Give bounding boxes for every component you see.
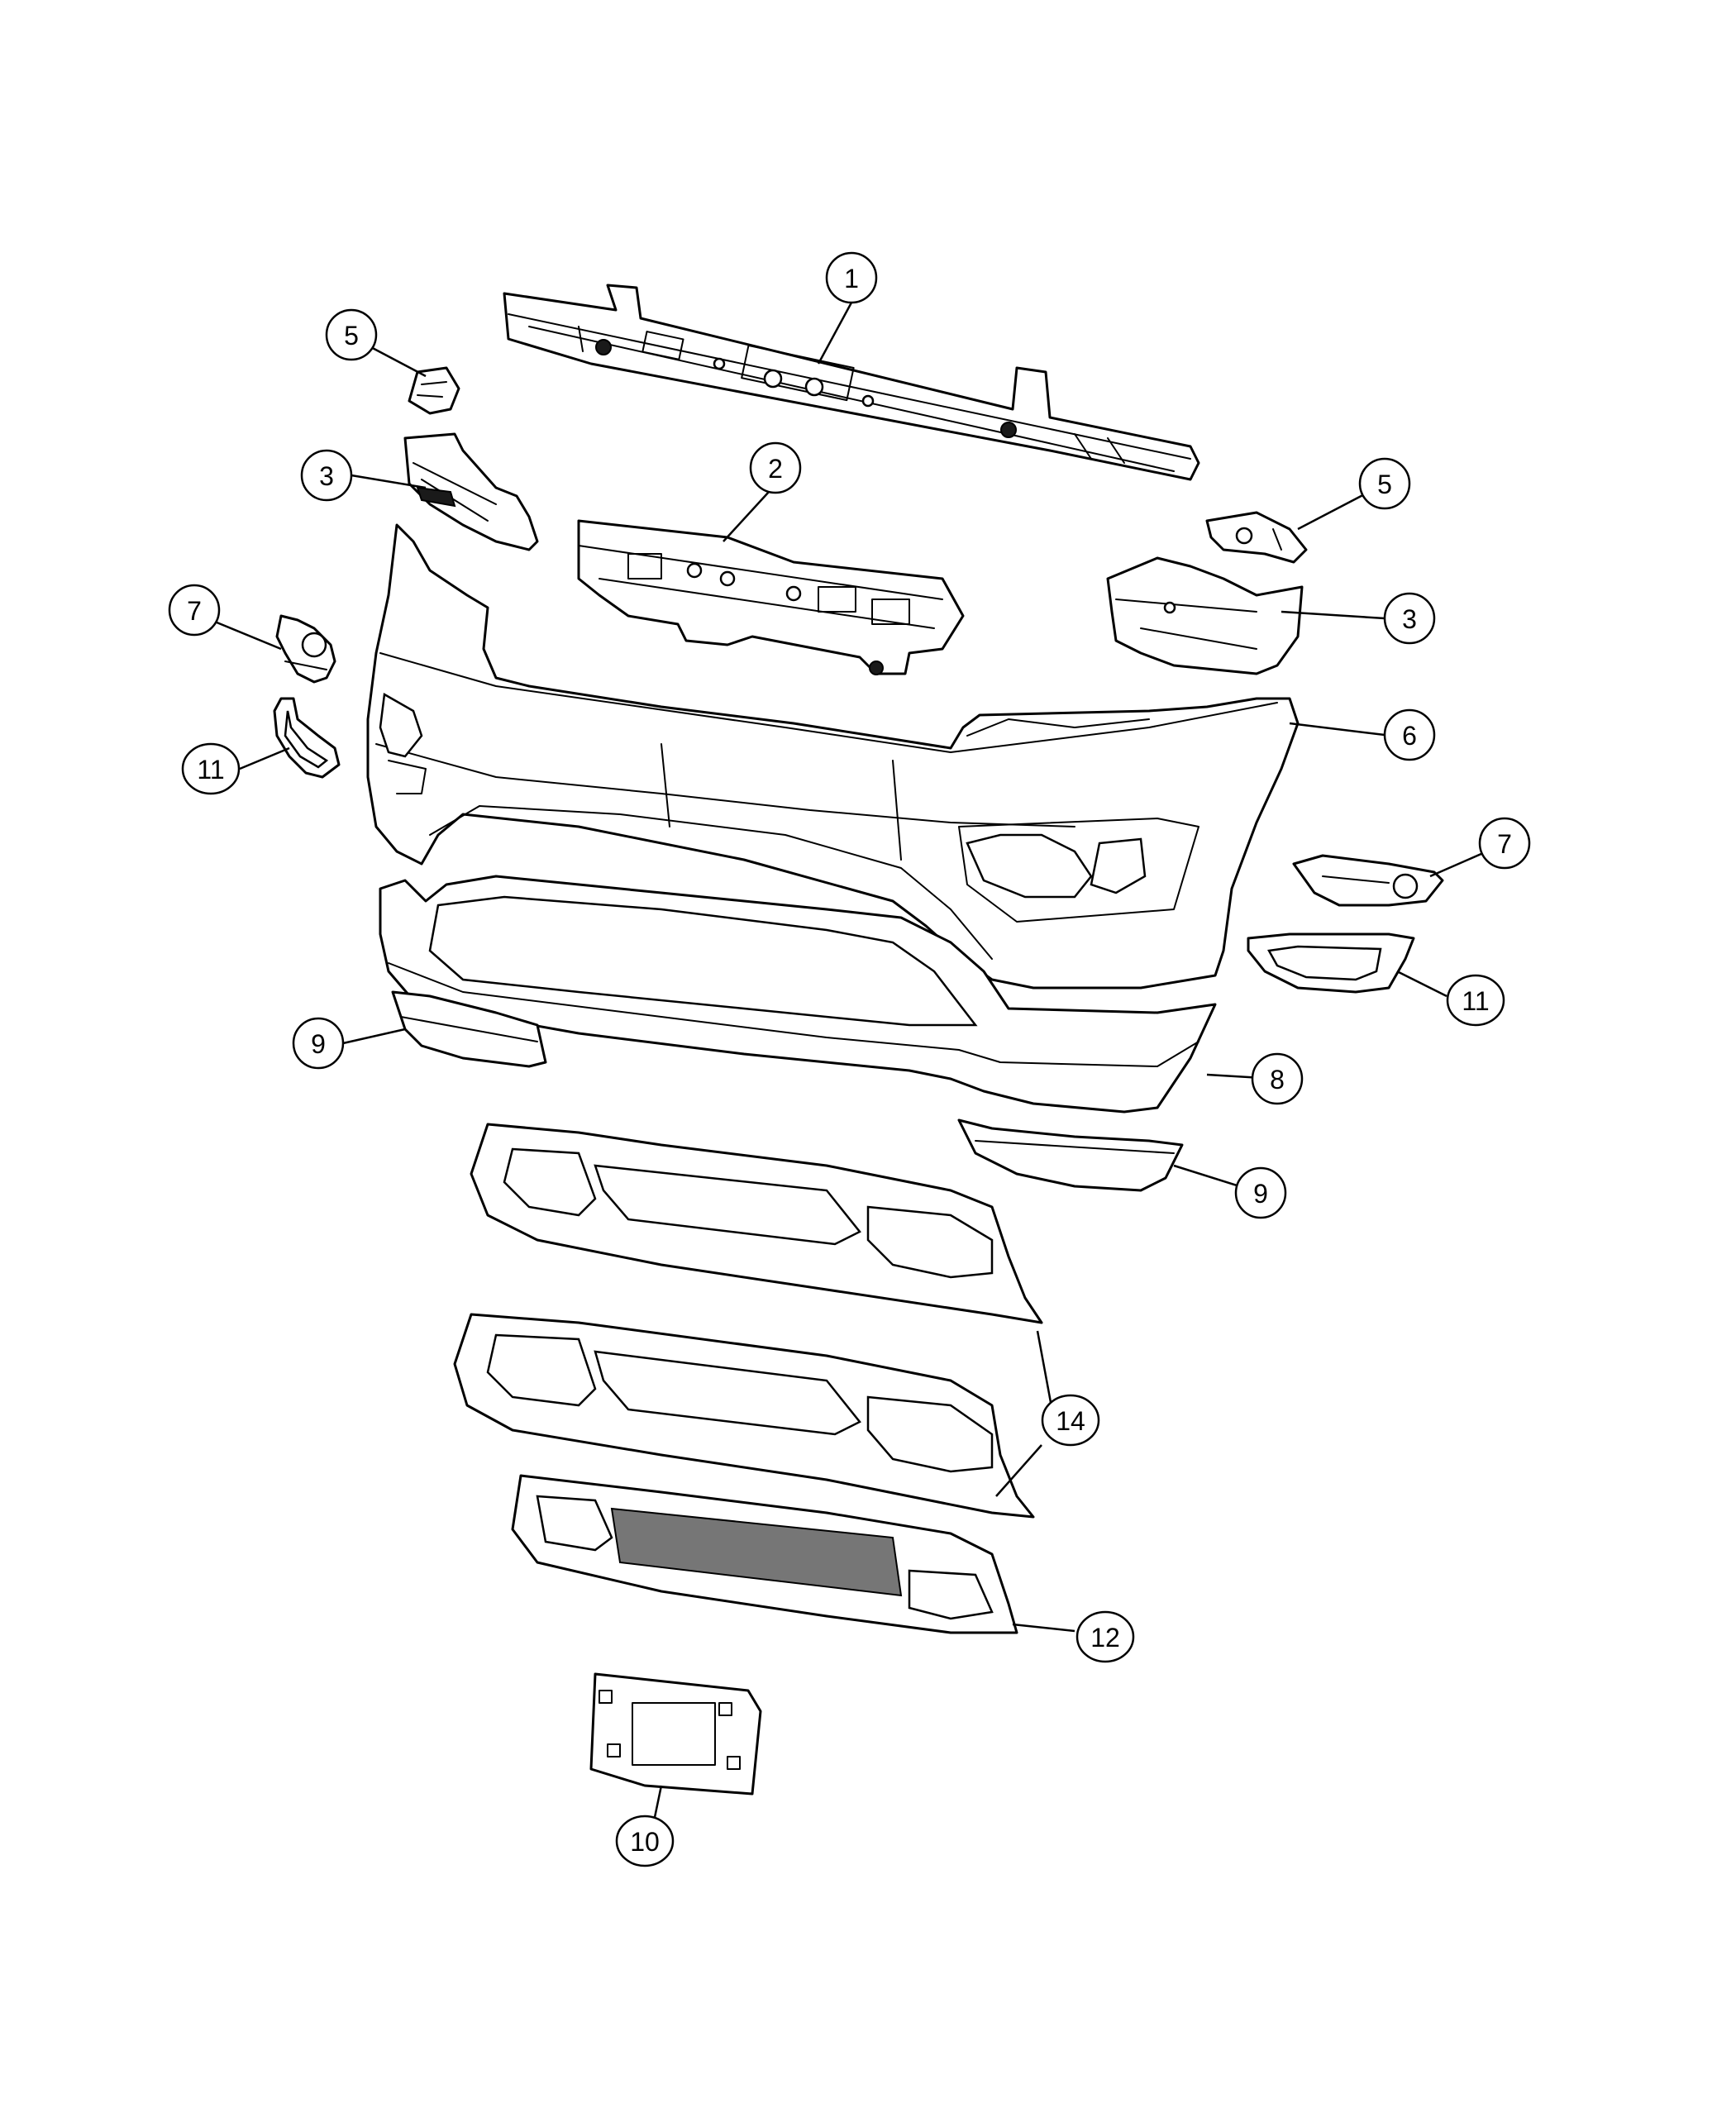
callout-14-number: 14 bbox=[1056, 1406, 1085, 1436]
callout-10: 10 bbox=[615, 1815, 675, 1867]
part-small-bracket-left[interactable] bbox=[408, 366, 460, 415]
part-lower-trim-left[interactable] bbox=[391, 990, 547, 1068]
part-fog-bracket-right[interactable] bbox=[1292, 854, 1444, 907]
part-bracket-right[interactable] bbox=[1106, 556, 1304, 675]
callout-5-right-number: 5 bbox=[1377, 470, 1392, 499]
part-fog-bracket-left[interactable] bbox=[275, 614, 336, 684]
callout-3-left-number: 3 bbox=[319, 461, 334, 491]
callout-3-right-number: 3 bbox=[1402, 604, 1417, 634]
callout-2: 2 bbox=[749, 441, 802, 494]
callout-3-right: 3 bbox=[1383, 592, 1436, 645]
part-fog-bezel-right[interactable] bbox=[1247, 932, 1415, 994]
callout-11-left-number: 11 bbox=[197, 755, 224, 785]
part-reinforcement-beam[interactable] bbox=[503, 284, 1200, 481]
callout-8-number: 8 bbox=[1270, 1065, 1285, 1095]
callout-9-right: 9 bbox=[1234, 1166, 1287, 1219]
part-small-bracket-right[interactable] bbox=[1205, 511, 1308, 564]
callout-1-number: 1 bbox=[844, 264, 859, 293]
part-lower-grille[interactable] bbox=[511, 1474, 1018, 1634]
callout-3-left: 3 bbox=[300, 449, 353, 502]
callout-9-left-number: 9 bbox=[311, 1029, 326, 1059]
part-lower-trim-right[interactable] bbox=[957, 1118, 1184, 1192]
callout-12: 12 bbox=[1075, 1610, 1135, 1663]
part-license-plate-bracket[interactable] bbox=[589, 1672, 762, 1796]
callout-7-right-number: 7 bbox=[1497, 829, 1512, 859]
callout-9-left: 9 bbox=[292, 1017, 345, 1070]
callout-7-left: 7 bbox=[168, 584, 221, 637]
callout-8: 8 bbox=[1251, 1052, 1304, 1105]
callout-2-number: 2 bbox=[768, 454, 783, 484]
callout-10-number: 10 bbox=[630, 1827, 660, 1857]
part-energy-absorber[interactable] bbox=[577, 519, 965, 675]
part-skid-plate-upper[interactable] bbox=[470, 1123, 1043, 1324]
part-bumper-fascia[interactable] bbox=[366, 523, 1300, 990]
callout-14: 14 bbox=[1041, 1394, 1100, 1447]
callout-9-right-number: 9 bbox=[1253, 1179, 1268, 1209]
callout-5-left: 5 bbox=[325, 308, 378, 361]
part-skid-plate-lower[interactable] bbox=[453, 1313, 1035, 1519]
callout-5-right: 5 bbox=[1358, 457, 1411, 510]
callout-7-right: 7 bbox=[1478, 817, 1531, 870]
callout-12-number: 12 bbox=[1090, 1623, 1120, 1653]
callout-11-right-number: 11 bbox=[1462, 986, 1489, 1016]
callout-7-left-number: 7 bbox=[187, 596, 202, 626]
callout-1: 1 bbox=[825, 251, 878, 304]
callout-5-left-number: 5 bbox=[344, 321, 359, 351]
callout-11-right: 11 bbox=[1446, 974, 1505, 1027]
callout-6-number: 6 bbox=[1402, 721, 1417, 751]
part-bracket-left[interactable] bbox=[403, 432, 539, 551]
callout-11-left: 11 bbox=[181, 742, 241, 795]
callout-6: 6 bbox=[1383, 708, 1436, 761]
part-fog-bezel-left[interactable] bbox=[273, 697, 341, 779]
